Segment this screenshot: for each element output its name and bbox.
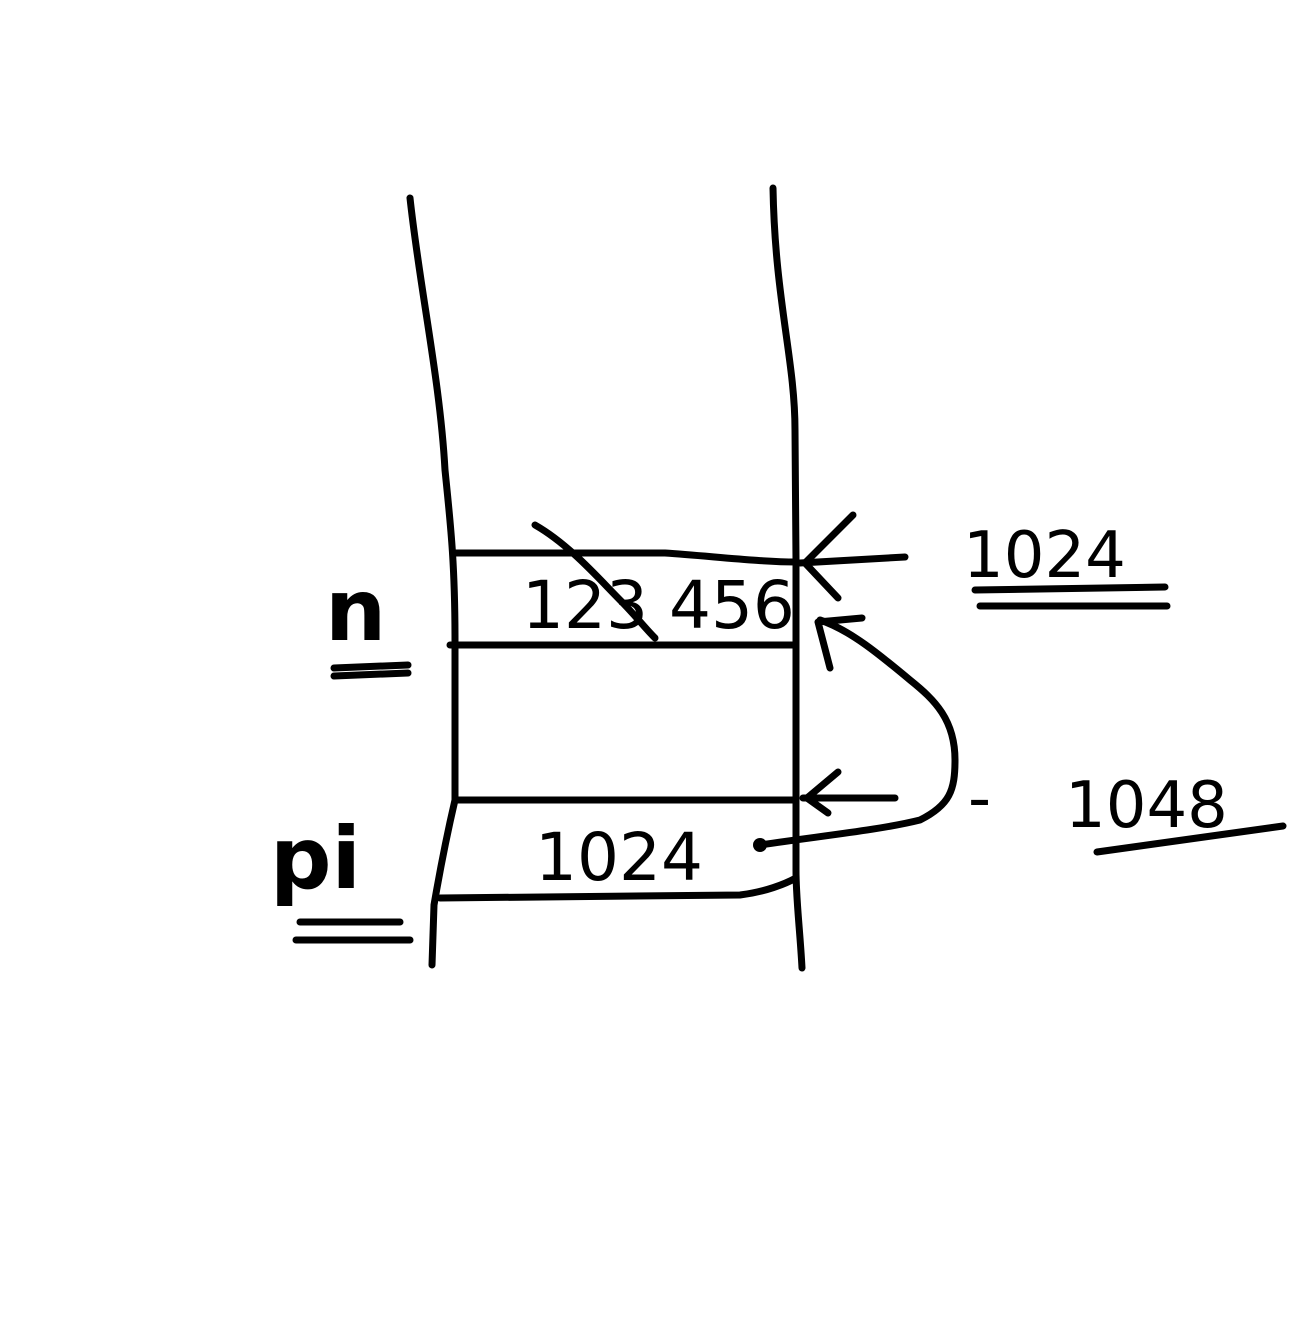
cell-n-value: 123 456	[522, 567, 795, 644]
cell-n-top-line	[451, 549, 800, 566]
address-n-underline	[971, 583, 1169, 594]
address-pi-label: 1048	[1065, 769, 1228, 843]
value-n-strikethrough	[531, 521, 659, 642]
cell-pi-bottom-line	[436, 874, 800, 902]
var-n-underline	[330, 661, 412, 672]
address-n-arrow-shaft	[796, 553, 909, 567]
var-n-underline-2	[330, 669, 412, 680]
address-pi-underline	[1093, 822, 1287, 856]
pointer-arrow-curve	[756, 616, 959, 849]
memory-right-wall	[769, 184, 806, 972]
var-n-label: n	[325, 561, 386, 661]
address-n-label: 1024	[963, 519, 1126, 593]
address-pi-arrow-head	[803, 768, 842, 817]
address-n-arrow-head	[801, 511, 857, 602]
var-pi-label: pi	[270, 809, 361, 909]
pointer-arrow-head	[814, 614, 866, 672]
memory-left-wall	[406, 194, 459, 969]
cell-pi-value: 1024	[535, 819, 703, 896]
dash-label: -	[968, 762, 991, 836]
